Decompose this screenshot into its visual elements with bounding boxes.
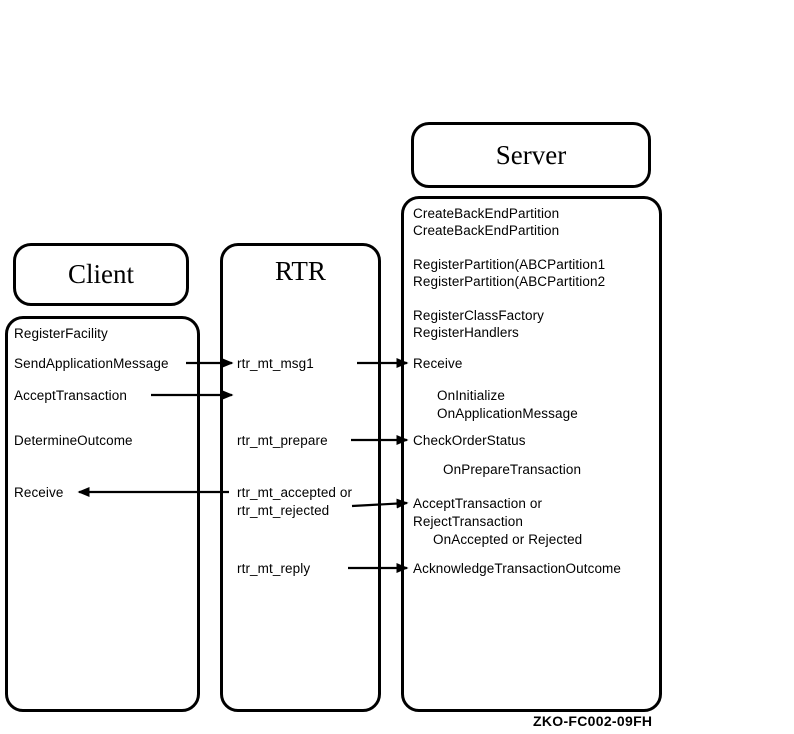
server-call-rejecttransaction: RejectTransaction (413, 514, 523, 529)
rtr-msg-prepare: rtr_mt_prepare (237, 433, 328, 448)
client-box (5, 316, 200, 712)
client-title: Client (68, 259, 134, 289)
rtr-title: RTR (275, 256, 326, 286)
rtr-msg-msg1: rtr_mt_msg1 (237, 356, 314, 371)
server-call-checkorderstatus: CheckOrderStatus (413, 433, 526, 448)
server-box (401, 196, 662, 712)
figure-caption: ZKO-FC002-09FH (533, 713, 653, 729)
client-call-receive: Receive (14, 485, 64, 500)
server-call-accepttransaction-or: AcceptTransaction or (413, 496, 543, 511)
server-title-box (411, 122, 651, 188)
client-call-registerfacility: RegisterFacility (14, 326, 108, 341)
server-call-registerhandlers: RegisterHandlers (413, 325, 519, 340)
rtr-box (220, 243, 381, 712)
server-call-registerclassfactory: RegisterClassFactory (413, 308, 545, 323)
server-handler-oninitialize: OnInitialize (437, 388, 505, 403)
rtr-msg-reply: rtr_mt_reply (237, 561, 311, 576)
server-call-registerpartition-2: RegisterPartition(ABCPartition2 (413, 274, 606, 289)
client-title-box (13, 243, 189, 306)
server-handler-onapplicationmessage: OnApplicationMessage (437, 406, 578, 421)
server-call-registerpartition-1: RegisterPartition(ABCPartition1 (413, 257, 606, 272)
rtr-msg-rejected: rtr_mt_rejected (237, 503, 330, 518)
server-title: Server (495, 140, 567, 170)
server-call-createbackendpartition-2: CreateBackEndPartition (413, 223, 560, 238)
client-call-sendapplicationmessage: SendApplicationMessage (14, 356, 169, 371)
server-handler-onaccepted-rejected: OnAccepted or Rejected (433, 532, 583, 547)
server-call-acknowledgetransactionoutcome: AcknowledgeTransactionOutcome (413, 561, 622, 576)
client-call-accepttransaction: AcceptTransaction (14, 388, 128, 403)
server-handler-onpreparetransaction: OnPrepareTransaction (443, 462, 582, 477)
server-call-receive: Receive (413, 356, 463, 371)
client-call-determineoutcome: DetermineOutcome (14, 433, 133, 448)
rtr-msg-accepted: rtr_mt_accepted or (237, 485, 353, 500)
server-call-createbackendpartition-1: CreateBackEndPartition (413, 206, 560, 221)
